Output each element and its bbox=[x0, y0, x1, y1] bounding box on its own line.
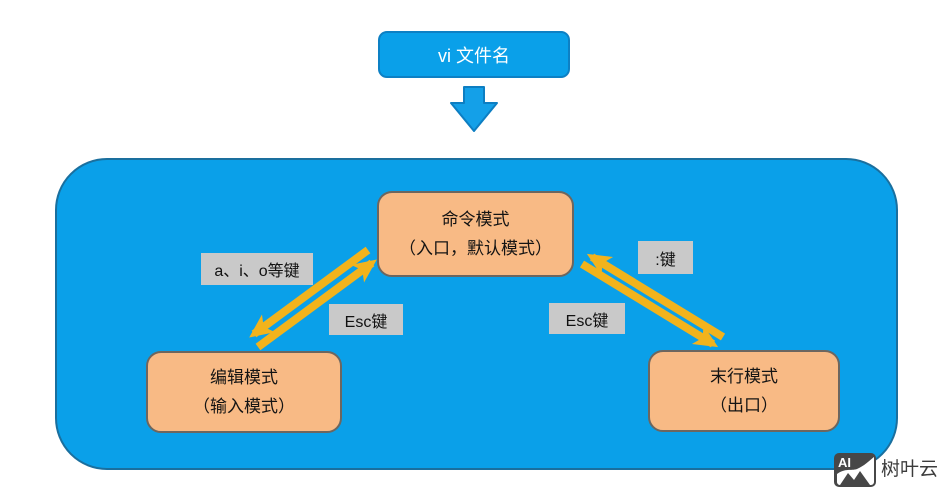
watermark-brand-text: 树叶云 bbox=[881, 459, 938, 480]
edge-label-aio-text: a、i、o等键 bbox=[214, 263, 300, 280]
watermark-logo-icon: AI bbox=[834, 453, 876, 487]
edge-label-esc-left: Esc键 bbox=[329, 304, 403, 335]
start-node-label: vi 文件名 bbox=[438, 45, 510, 66]
node-command-mode: 命令模式 （入口，默认模式） bbox=[377, 191, 574, 277]
arrow-lastline-to-command bbox=[586, 253, 726, 341]
node-edit-line2: （输入模式） bbox=[193, 397, 295, 416]
mode-diagram-container: 命令模式 （入口，默认模式） 编辑模式 （输入模式） 末行模式 （出口） a、i… bbox=[55, 158, 898, 470]
edge-label-esc-left-text: Esc键 bbox=[344, 313, 388, 331]
edge-label-colon-text: :键 bbox=[655, 251, 676, 269]
node-lastline-line2: （出口） bbox=[710, 396, 778, 415]
edge-label-colon-key: :键 bbox=[638, 241, 693, 274]
node-command-line2: （入口，默认模式） bbox=[399, 239, 552, 258]
node-command-line1: 命令模式 bbox=[441, 210, 510, 229]
arrow-command-to-lastline bbox=[579, 260, 719, 348]
arrow-command-to-edit bbox=[249, 246, 371, 338]
edge-label-esc-right: Esc键 bbox=[549, 303, 625, 334]
node-lastline-mode: 末行模式 （出口） bbox=[648, 350, 840, 432]
transition-arrows bbox=[249, 246, 726, 351]
start-node-vi-filename: vi 文件名 bbox=[378, 31, 570, 78]
node-lastline-line1: 末行模式 bbox=[710, 367, 778, 386]
edge-label-esc-right-text: Esc键 bbox=[565, 312, 609, 330]
node-edit-line1: 编辑模式 bbox=[210, 368, 278, 387]
arrow-edit-to-command bbox=[255, 259, 377, 351]
watermark: AI 树叶云 bbox=[833, 452, 938, 488]
watermark-logo-text: AI bbox=[838, 455, 851, 470]
node-edit-mode: 编辑模式 （输入模式） bbox=[146, 351, 342, 433]
down-arrow-icon bbox=[450, 86, 498, 132]
edge-label-aio-keys: a、i、o等键 bbox=[201, 253, 313, 285]
